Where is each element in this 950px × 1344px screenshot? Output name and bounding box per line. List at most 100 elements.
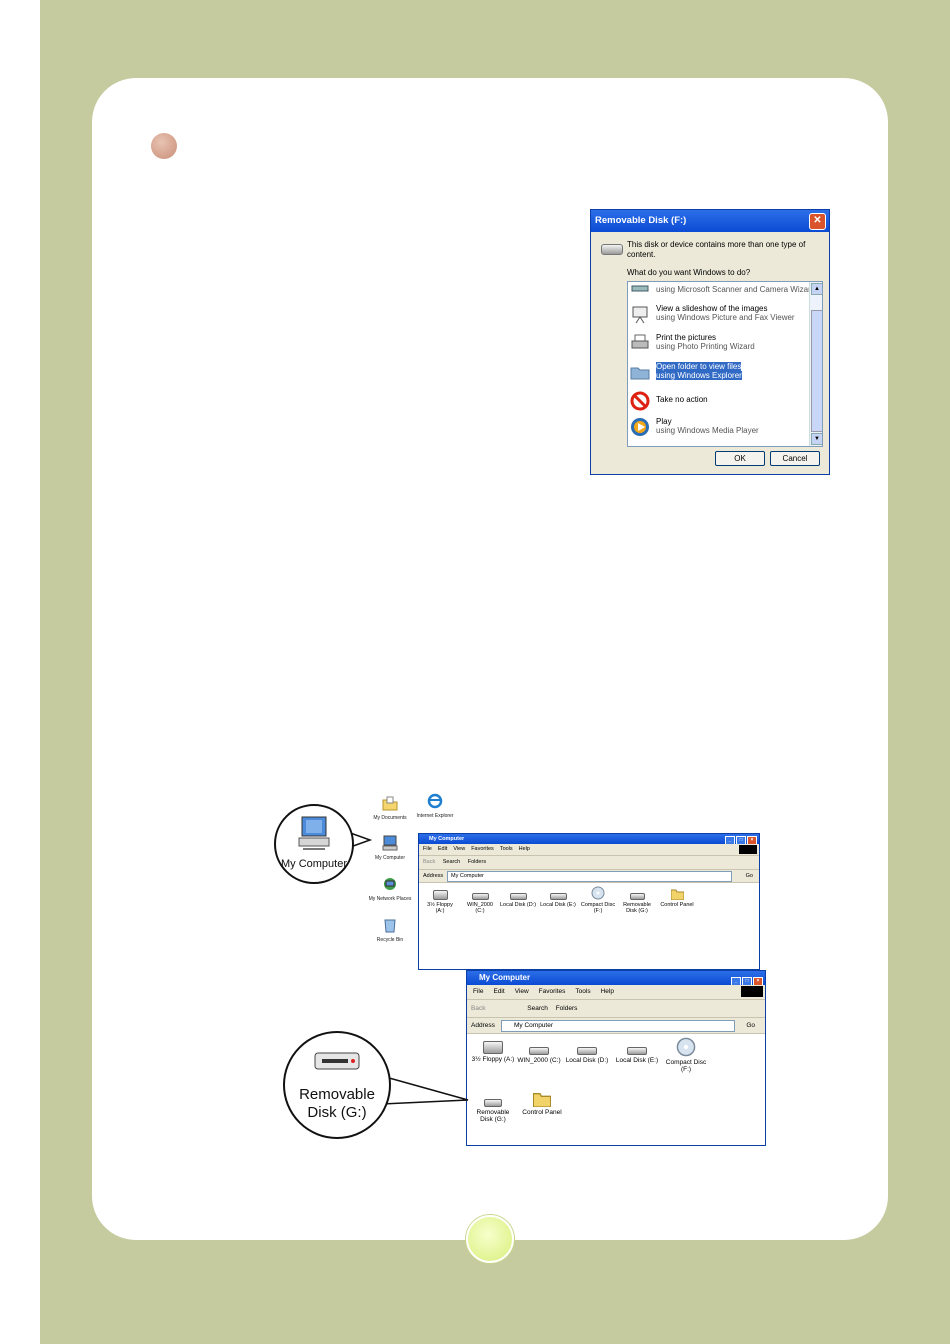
address-bar: Address My Computer Go xyxy=(467,1018,765,1034)
action-item[interactable]: Play using Windows Media Player xyxy=(628,415,806,437)
autoplay-dialog: Removable Disk (F:) ✕ This disk or devic… xyxy=(590,209,830,475)
cd-icon xyxy=(676,1037,696,1057)
scanner-icon xyxy=(631,285,649,292)
folders-button[interactable]: Folders xyxy=(555,1005,578,1012)
control-panel-icon xyxy=(533,1093,551,1107)
control-panel[interactable]: Control Panel xyxy=(517,1091,567,1116)
desktop-icon-internet-explorer[interactable]: Internet Explorer xyxy=(410,793,460,819)
action-list[interactable]: using Microsoft Scanner and Camera Wizar… xyxy=(627,281,823,447)
floppy-icon xyxy=(483,1041,503,1054)
network-places-icon xyxy=(384,878,396,890)
hard-disk-icon xyxy=(471,893,489,900)
list-scrollbar[interactable]: ▲ ▼ xyxy=(809,282,822,446)
window-title: My Computer xyxy=(429,836,465,842)
desktop-icon-network-places[interactable]: My Network Places xyxy=(365,876,415,902)
menu-tools[interactable]: Tools xyxy=(575,988,591,995)
windows-logo-icon xyxy=(739,845,757,854)
printer-icon xyxy=(631,334,649,349)
action-item[interactable]: Print the pictures using Photo Printing … xyxy=(628,331,806,353)
drive-f[interactable]: Compact Disc (F:) xyxy=(663,1037,709,1073)
go-button[interactable]: Go xyxy=(745,873,753,879)
scroll-up-icon[interactable]: ▲ xyxy=(811,283,822,295)
desktop-icon-my-computer[interactable]: My Computer xyxy=(365,835,415,861)
drive-g[interactable]: Removable Disk (G:) xyxy=(619,893,655,914)
scroll-thumb[interactable] xyxy=(811,310,822,432)
drive-d[interactable]: Local Disk (D:) xyxy=(563,1047,611,1064)
page-number-dot xyxy=(466,1215,514,1263)
drive-d[interactable]: Local Disk (D:) xyxy=(499,893,537,908)
drive-e[interactable]: Local Disk (E:) xyxy=(539,893,577,908)
hard-disk-icon xyxy=(549,893,567,900)
removable-disk-icon xyxy=(629,893,645,900)
search-button[interactable]: Search xyxy=(527,1005,548,1012)
folders-button[interactable]: Folders xyxy=(467,859,487,865)
hard-disk-icon xyxy=(529,1047,549,1055)
address-input[interactable]: My Computer xyxy=(501,1020,735,1032)
menu-edit[interactable]: Edit xyxy=(437,846,448,852)
back-button[interactable]: Back xyxy=(423,859,436,865)
go-button[interactable]: Go xyxy=(746,1022,755,1029)
desktop-icon-my-documents[interactable]: My Documents xyxy=(365,795,415,821)
desktop-icon-recycle-bin[interactable]: Recycle Bin xyxy=(365,917,415,943)
menu-file[interactable]: File xyxy=(473,988,484,995)
control-panel[interactable]: Control Panel xyxy=(657,888,697,908)
menu-bar: File Edit View Favorites Tools Help xyxy=(467,985,765,1000)
drive-floppy[interactable]: 3½ Floppy (A:) xyxy=(423,890,457,914)
window-title: My Computer xyxy=(479,973,531,982)
close-icon[interactable]: ✕ xyxy=(809,213,826,230)
dialog-message: This disk or device contains more than o… xyxy=(627,240,806,259)
scroll-down-icon[interactable]: ▼ xyxy=(811,433,822,445)
callout-label: Removable Disk (G:) xyxy=(299,1086,375,1121)
hard-disk-icon xyxy=(577,1047,597,1055)
address-label: Address xyxy=(471,1022,495,1029)
slideshow-icon xyxy=(632,306,648,324)
removable-disk-icon xyxy=(484,1099,502,1107)
drive-e[interactable]: Local Disk (E:) xyxy=(613,1047,661,1064)
menu-tools[interactable]: Tools xyxy=(499,846,513,852)
address-label: Address xyxy=(423,873,444,879)
callout-pointer-removable xyxy=(381,1075,469,1105)
toolbar: Back Search Folders xyxy=(467,1000,765,1018)
menu-help[interactable]: Help xyxy=(518,846,530,852)
folder-icon xyxy=(630,367,650,380)
action-item[interactable]: Take no action xyxy=(628,389,806,411)
drive-f[interactable]: Compact Disc (F:) xyxy=(579,886,617,914)
window-title-bar: My Computer _□× xyxy=(467,971,765,986)
drive-floppy[interactable]: 3½ Floppy (A:) xyxy=(471,1041,515,1063)
menu-favorites[interactable]: Favorites xyxy=(538,988,566,995)
my-documents-icon xyxy=(382,796,398,811)
action-item[interactable]: using Microsoft Scanner and Camera Wizar… xyxy=(628,282,815,298)
removable-disk-icon xyxy=(314,1052,360,1070)
back-button[interactable]: Back xyxy=(471,1005,486,1012)
dialog-title-bar: Removable Disk (F:) ✕ xyxy=(591,210,829,232)
my-computer-icon xyxy=(298,816,330,850)
action-item-selected[interactable]: Open folder to view files using Windows … xyxy=(628,360,806,382)
explorer-window: My Computer _□× File Edit View Favorites Too… xyxy=(466,970,766,1146)
cancel-button[interactable]: Cancel xyxy=(770,451,820,466)
no-action-icon xyxy=(630,391,650,411)
action-item[interactable]: View a slideshow of the images using Win… xyxy=(628,302,806,324)
drive-c[interactable]: WIN_2000 (C:) xyxy=(517,1047,561,1064)
media-player-icon xyxy=(631,418,649,436)
menu-view[interactable]: View xyxy=(453,846,466,852)
hard-disk-icon xyxy=(627,1047,647,1055)
menu-favorites[interactable]: Favorites xyxy=(471,846,494,852)
address-input[interactable]: My Computer xyxy=(447,871,732,882)
ok-button[interactable]: OK xyxy=(715,451,765,466)
menu-help[interactable]: Help xyxy=(600,988,614,995)
drive-g[interactable]: Removable Disk (G:) xyxy=(471,1099,515,1123)
menu-file[interactable]: File xyxy=(423,846,432,852)
my-computer-callout: My Computer xyxy=(274,804,354,884)
menu-view[interactable]: View xyxy=(514,988,529,995)
hard-disk-icon xyxy=(509,893,527,900)
drive-c[interactable]: WIN_2000 (C:) xyxy=(463,893,497,914)
section-bullet xyxy=(151,133,177,159)
removable-disk-callout: Removable Disk (G:) xyxy=(283,1031,391,1139)
dialog-question: What do you want Windows to do? xyxy=(627,268,751,277)
address-bar: Address My Computer Go xyxy=(419,870,759,883)
windows-logo-icon xyxy=(741,986,763,997)
disk-icon xyxy=(601,244,623,255)
search-button[interactable]: Search xyxy=(442,859,461,865)
menu-edit[interactable]: Edit xyxy=(493,988,505,995)
